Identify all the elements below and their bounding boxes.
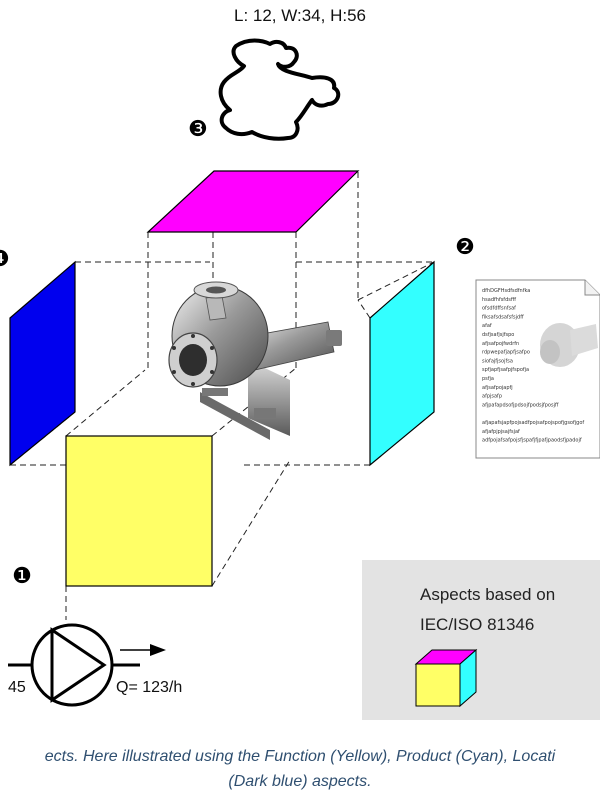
document-text-line: ofsdfdffsnfsaf [482, 306, 516, 312]
legend-line-2: IEC/ISO 81346 [420, 615, 535, 634]
document-text-lines: dfhDGFHsdfsdfnfka hsadfhfsfdsfff ofsdfdffs… [482, 288, 584, 444]
document-text-line: dsfjsafjsjfspo [482, 332, 514, 338]
product-document-icon: dfhDGFHsdfsdfnfka hsadfhfsfdsfff ofsdfdffs… [475, 279, 600, 459]
document-text-line: hsadfhfsfdsfff [482, 297, 516, 303]
product-aspect-plane [369, 260, 435, 467]
location-outline-shape [218, 38, 341, 141]
pump-flow-label: Q= 123/h [116, 679, 182, 696]
document-text-line: afjapafsjapfpojsadfpojsafpojspofjgsofjgo… [482, 420, 584, 426]
function-number-marker: ❶ [12, 564, 32, 589]
document-text-line: dfhDGFHsdfsdfnfka [482, 288, 530, 294]
document-text-line: fiksafsdsafsfsjdff [482, 314, 524, 320]
product-number-marker: ❷ [455, 235, 475, 260]
legend-cube-icon [414, 648, 478, 708]
pump-illustration [168, 281, 342, 440]
location-number-marker: ❸ [188, 117, 208, 142]
document-text-line: spfjapfjsafpjfspofja [482, 367, 529, 373]
aspects-legend: Aspects based on IEC/ISO 81346 [362, 560, 600, 720]
legend-line-1: Aspects based on [420, 585, 556, 604]
pump-symbol [8, 623, 140, 707]
document-text-line: afaf [482, 323, 492, 329]
document-text-line: rdpwepafjapfjsafpo [482, 350, 530, 356]
document-text-line: siofajfjsojfsa [482, 358, 513, 364]
caption-line-2: (Dark blue) aspects. [228, 773, 372, 790]
document-text-line: afjpafapdsofjpdsojfpodsjfposjff [482, 402, 559, 408]
caption-line-1: ects. Here illustrated using the Functio… [44, 748, 556, 765]
function-aspect-plane [65, 435, 213, 587]
document-text-line: adfpojafsafpojsfjspafjfjpafjpaodsfjpadoj… [482, 438, 582, 444]
document-text-line: afpjsafp [482, 394, 502, 400]
location-aspect-plane [146, 170, 360, 233]
type-number-marker: ❹ [0, 247, 10, 272]
type-aspect-plane [9, 260, 76, 467]
document-text-line: afjsafpojapfj [482, 385, 513, 391]
document-text-line: afjafpjpjsajfsjaf [482, 429, 520, 435]
pump-inlet-label: 45 [8, 679, 26, 696]
document-text-line: psfja [482, 376, 494, 382]
document-text-line: afjsafpojfwdrfn [482, 341, 519, 347]
flow-arrow [120, 644, 166, 656]
dimensions-label: L: 12, W:34, H:56 [234, 6, 366, 25]
figure-caption: ects. Here illustrated using the Functio… [0, 744, 600, 794]
